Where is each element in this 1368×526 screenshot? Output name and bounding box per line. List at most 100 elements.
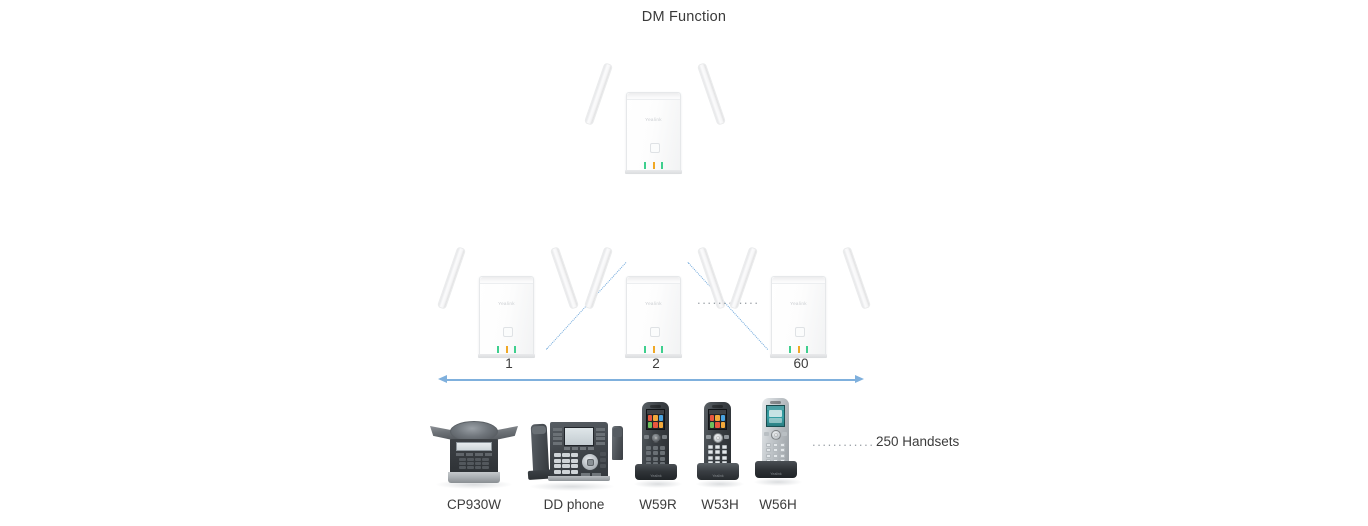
- dd-phone-line-keys-left[interactable]: [553, 428, 562, 445]
- w56h-ok-button[interactable]: [774, 433, 778, 437]
- brand-logo: Yealink: [650, 474, 662, 478]
- led-power-icon: [661, 162, 663, 169]
- w53h-left-softkey[interactable]: [706, 435, 711, 439]
- led-network-icon: [644, 162, 646, 169]
- base-station-2: Yealink: [583, 242, 727, 360]
- led-status-icon: [652, 162, 655, 169]
- w56h-status-bar: [767, 406, 784, 410]
- led-status-icon: [505, 346, 508, 353]
- brand-logo: Yealink: [770, 472, 782, 476]
- antenna-left-icon: [436, 246, 467, 310]
- w59r-navigation-ring[interactable]: [651, 433, 661, 443]
- antenna-right-icon: [549, 246, 580, 310]
- device-label-w53h: W53H: [701, 497, 739, 512]
- w59r-ok-button[interactable]: [654, 436, 658, 440]
- arrow-bar: [446, 379, 856, 381]
- base-station-paging-button[interactable]: [503, 327, 513, 337]
- device-w59r: Yealink: [632, 402, 684, 488]
- brand-logo: Yealink: [790, 301, 807, 306]
- dd-phone-function-keys[interactable]: [600, 452, 606, 468]
- base-station-range-arrow: [438, 375, 864, 384]
- antenna-left-icon: [583, 246, 614, 310]
- w59r-right-softkey[interactable]: [662, 435, 667, 439]
- cp930w-lcd-screen: [456, 442, 492, 451]
- device-shadow: [436, 480, 512, 489]
- base-station-1-label: 1: [505, 356, 513, 371]
- base-station-paging-button[interactable]: [650, 143, 660, 153]
- w56h-idle-bar: [768, 417, 783, 423]
- dd-phone-handset-earpiece: [531, 425, 547, 435]
- dd-phone-navigation-ring[interactable]: [581, 453, 599, 471]
- led-power-icon: [661, 346, 663, 353]
- brand-logo: Yealink: [645, 301, 662, 306]
- w59r-charging-cradle: Yealink: [635, 464, 677, 480]
- base-station-led-strip: [644, 160, 663, 169]
- dd-phone-keypad[interactable]: [554, 453, 578, 474]
- cp930w-keypad[interactable]: [459, 458, 489, 469]
- base-station-master: Yealink: [583, 58, 727, 176]
- w59r-keypad[interactable]: [646, 446, 665, 466]
- w53h-ok-button[interactable]: [716, 436, 720, 440]
- device-w53h: Yealink: [694, 402, 746, 488]
- device-shadow: [754, 478, 802, 486]
- base-station-60-label: 60: [793, 356, 809, 371]
- w53h-body: [704, 402, 731, 468]
- antenna-left-icon: [728, 246, 759, 310]
- base-station-1: Yealink: [436, 242, 580, 360]
- w56h-earpiece: [769, 401, 782, 404]
- w53h-right-softkey[interactable]: [724, 435, 729, 439]
- w59r-earpiece: [649, 405, 662, 408]
- dd-phone-ok-button[interactable]: [587, 459, 594, 466]
- w56h-charging-cradle: Yealink: [755, 461, 797, 478]
- dd-phone-handset[interactable]: [530, 423, 550, 477]
- brand-logo: Yealink: [498, 301, 515, 306]
- base-station-top-bevel: [627, 277, 680, 284]
- base-station-body: Yealink: [625, 92, 682, 174]
- antenna-left-icon: [583, 62, 614, 126]
- w59r-status-bar: [647, 410, 664, 414]
- base-station-paging-button[interactable]: [795, 327, 805, 337]
- dd-phone-bottom-bar: [581, 473, 601, 477]
- device-shadow: [634, 480, 682, 488]
- cp930w-base: [448, 472, 500, 483]
- w53h-charging-cradle: Yealink: [697, 463, 739, 480]
- device-label-w59r: W59R: [639, 497, 677, 512]
- w59r-body: [642, 402, 669, 470]
- w53h-status-bar: [709, 410, 726, 414]
- page-title: DM Function: [641, 9, 727, 25]
- w56h-keypad[interactable]: [766, 443, 785, 463]
- led-network-icon: [644, 346, 646, 353]
- base-station-body: Yealink: [625, 276, 682, 358]
- handset-capacity-label: 250 Handsets: [876, 434, 960, 449]
- device-shadow: [530, 482, 614, 491]
- w56h-navigation-ring[interactable]: [771, 430, 781, 440]
- device-label-dd-phone: DD phone: [543, 497, 605, 512]
- w56h-screen: [766, 405, 785, 427]
- base-station-body: Yealink: [770, 276, 827, 358]
- w56h-clock-display: [769, 410, 782, 418]
- led-network-icon: [789, 346, 791, 353]
- w53h-navigation-ring[interactable]: [713, 433, 723, 443]
- base-station-paging-button[interactable]: [650, 327, 660, 337]
- device-shadow: [696, 480, 744, 488]
- led-status-icon: [797, 346, 800, 353]
- dd-phone-dongle-tip: [613, 428, 622, 437]
- dd-phone-dect-dongle: [612, 426, 623, 460]
- w53h-keypad[interactable]: [708, 445, 727, 465]
- dd-phone-softkey-row[interactable]: [564, 447, 594, 451]
- base-station-foot: [478, 354, 535, 358]
- w56h-right-softkey[interactable]: [782, 432, 787, 436]
- cp930w-softkey-row[interactable]: [456, 453, 492, 456]
- led-network-icon: [497, 346, 499, 353]
- arrow-head-right-icon: [855, 375, 864, 383]
- antenna-right-icon: [841, 246, 872, 310]
- w59r-left-softkey[interactable]: [644, 435, 649, 439]
- brand-logo: Yealink: [712, 474, 724, 478]
- device-label-cp930w: CP930W: [446, 497, 502, 512]
- antenna-right-icon: [696, 62, 727, 126]
- dd-phone-line-keys-right[interactable]: [596, 428, 605, 445]
- base-station-top-bevel: [772, 277, 825, 284]
- w56h-left-softkey[interactable]: [764, 432, 769, 436]
- base-station-led-strip: [497, 344, 516, 353]
